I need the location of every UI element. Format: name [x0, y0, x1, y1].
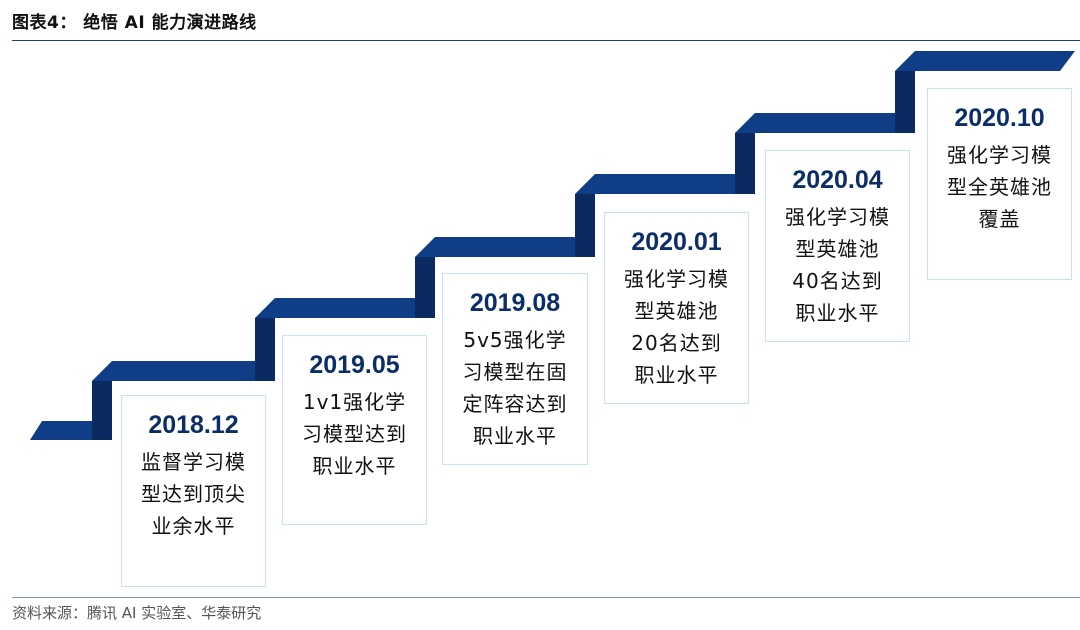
milestone-line: 5v5强化学	[463, 328, 567, 352]
figure-title: 图表4： 绝悟 AI 能力演进路线	[12, 13, 257, 33]
milestone-description: 强化学习模 型英雄池 40名达到 职业水平	[766, 201, 909, 329]
stair-riser-5	[735, 133, 755, 194]
milestone-card-2019-08: 2019.08 5v5强化学 习模型在固 定阵容达到 职业水平	[442, 273, 588, 465]
milestone-description: 监督学习模 型达到顶尖 业余水平	[122, 446, 265, 542]
stair-riser-1	[92, 381, 112, 440]
milestone-card-2018-12: 2018.12 监督学习模 型达到顶尖 业余水平	[121, 395, 266, 587]
stair-tread-5	[735, 113, 895, 133]
stair-tread-3	[415, 237, 575, 257]
milestone-line: 定阵容达到	[462, 392, 568, 416]
stair-tread-0	[30, 421, 92, 440]
milestone-line: 职业水平	[634, 363, 719, 387]
milestone-line: 习模型达到	[302, 422, 407, 446]
stair-tread-4	[575, 174, 735, 194]
milestone-date: 2019.08	[469, 289, 561, 317]
milestone-line: 业余水平	[151, 514, 236, 538]
stair-riser-2	[255, 318, 275, 381]
milestone-date: 2020.01	[631, 228, 722, 256]
milestone-description: 5v5强化学 习模型在固 定阵容达到 职业水平	[443, 324, 587, 452]
milestone-card-2019-05: 2019.05 1v1强化学 习模型达到 职业水平	[282, 335, 427, 525]
title-divider	[12, 40, 1080, 41]
milestone-line: 型英雄池	[634, 299, 719, 323]
milestone-line: 1v1强化学	[302, 390, 407, 414]
milestone-line: 强化学习模	[624, 267, 729, 291]
milestone-date: 2018.12	[148, 411, 239, 439]
stair-tread-6	[895, 51, 1075, 71]
milestone-line: 监督学习模	[141, 450, 246, 474]
milestone-line: 强化学习模	[947, 143, 1052, 167]
stair-riser-4	[575, 194, 595, 257]
milestone-card-2020-04: 2020.04 强化学习模 型英雄池 40名达到 职业水平	[765, 150, 910, 342]
milestone-line: 习模型在固	[462, 360, 568, 384]
milestone-date: 2020.10	[954, 104, 1045, 132]
stair-tread-2	[255, 298, 415, 318]
stair-riser-3	[415, 257, 435, 318]
milestone-line: 型英雄池	[795, 237, 880, 261]
source-note: 资料来源：腾讯 AI 实验室、华泰研究	[12, 604, 262, 622]
milestone-line: 职业水平	[312, 454, 397, 478]
milestone-line: 强化学习模	[785, 205, 890, 229]
milestone-line: 职业水平	[473, 424, 557, 448]
milestone-line: 职业水平	[795, 301, 880, 325]
milestone-description: 强化学习模 型英雄池 20名达到 职业水平	[605, 263, 748, 391]
milestone-line: 20名达到	[631, 331, 722, 355]
milestone-date: 2019.05	[309, 351, 400, 379]
milestone-line: 型达到顶尖	[141, 482, 246, 506]
milestone-description: 强化学习模 型全英雄池 覆盖	[928, 139, 1071, 235]
milestone-line: 覆盖	[978, 207, 1021, 231]
milestone-line: 型全英雄池	[947, 175, 1052, 199]
stair-tread-1	[92, 361, 255, 381]
stair-riser-6	[895, 71, 915, 133]
milestone-date: 2020.04	[792, 166, 883, 194]
milestone-line: 40名达到	[792, 269, 883, 293]
source-divider	[12, 597, 1080, 598]
milestone-card-2020-10: 2020.10 强化学习模 型全英雄池 覆盖	[927, 88, 1072, 280]
milestone-card-2020-01: 2020.01 强化学习模 型英雄池 20名达到 职业水平	[604, 212, 749, 404]
milestone-description: 1v1强化学 习模型达到 职业水平	[283, 386, 426, 482]
